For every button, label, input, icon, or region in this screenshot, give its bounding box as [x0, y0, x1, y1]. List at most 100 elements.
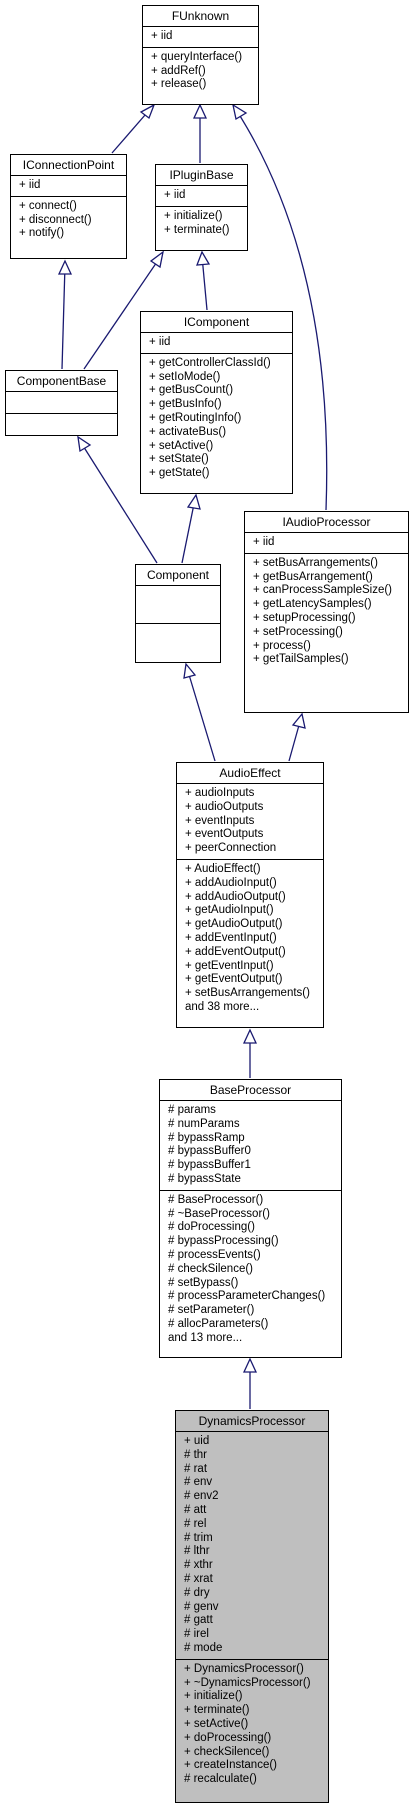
operation: # processParameterChanges(): [168, 1290, 326, 1303]
operation: # recalculate(): [184, 1773, 257, 1786]
edge-component-icomponent: [181, 498, 196, 564]
arrowhead-funknown: [192, 103, 208, 119]
operation: + addEventOutput(): [185, 945, 286, 958]
attribute: + audioOutputs: [185, 800, 264, 813]
edge-componentbase-iconnectionpoint: [61, 264, 66, 370]
attribute: # xrat: [184, 1572, 213, 1585]
attribute: + audioInputs: [185, 787, 255, 799]
operation: + notify(): [19, 227, 65, 240]
class-name: FUnknown: [143, 6, 258, 27]
class-baseprocessor[interactable]: BaseProcessor # params # numParams # byp…: [159, 1079, 342, 1358]
attribute: + eventOutputs: [185, 828, 264, 841]
attribute: # rat: [184, 1462, 208, 1475]
arrowhead-audioeffect: [242, 1028, 258, 1044]
attributes-section: + iid: [11, 176, 126, 197]
operation: + setProcessing(): [253, 625, 343, 638]
operation: + setBusArrangements(): [253, 556, 378, 569]
attributes-section: + audioInputs + audioOutputs + eventInpu…: [177, 784, 323, 860]
arrowhead-baseprocessor: [242, 1357, 258, 1373]
operation: + AudioEffect(): [185, 862, 261, 875]
class-iconnectionpoint[interactable]: IConnectionPoint + iid + connect() + dis…: [10, 154, 127, 259]
operation: + getEventOutput(): [185, 973, 283, 986]
attribute: # mode: [184, 1641, 223, 1654]
operation: + DynamicsProcessor(): [184, 1662, 304, 1675]
operations-section: + getControllerClassId() + setIoMode() +…: [141, 354, 292, 484]
operation: + canProcessSampleSize(): [253, 584, 393, 597]
attribute: # xthr: [184, 1559, 213, 1572]
operations-section: + queryInterface() + addRef() + release(…: [143, 48, 258, 95]
operation: + getRoutingInfo(): [149, 411, 242, 424]
attribute: # env2: [184, 1490, 219, 1503]
operation: + disconnect(): [19, 213, 92, 226]
operations-section: + setBusArrangements() + getBusArrangeme…: [245, 554, 408, 670]
operations-section: [6, 414, 117, 436]
operation: + setActive(): [184, 1717, 249, 1730]
edge-componentbase-ipluginbase: [83, 255, 162, 370]
class-icomponent[interactable]: IComponent + iid + getControllerClassId(…: [140, 311, 293, 494]
class-component[interactable]: Component: [135, 564, 221, 663]
attribute: # trim: [184, 1531, 213, 1544]
attribute: # thr: [184, 1448, 208, 1461]
attribute: # bypassState: [168, 1172, 241, 1185]
attribute: + peerConnection: [185, 842, 277, 855]
arrowhead-ipluginbase: [149, 250, 164, 269]
class-audioeffect[interactable]: AudioEffect + audioInputs + audioOutputs…: [176, 762, 324, 1028]
operation: + doProcessing(): [184, 1731, 272, 1744]
operation: + getAudioInput(): [185, 904, 274, 917]
class-name: AudioEffect: [177, 763, 323, 784]
operation: + activateBus(): [149, 425, 227, 438]
operation: + setState(): [149, 453, 209, 466]
attributes-section: + iid: [245, 533, 408, 554]
arrowhead-componentbase: [77, 435, 92, 453]
operations-section: [136, 624, 220, 662]
attribute: # params: [168, 1104, 216, 1116]
class-ipluginbase[interactable]: IPluginBase + iid + initialize() + termi…: [155, 164, 248, 251]
class-funknown[interactable]: FUnknown + iid + queryInterface() + addR…: [142, 5, 259, 105]
attributes-section: + uid # thr # rat # env # env2 # att # r…: [176, 1432, 328, 1660]
operation: + initialize(): [164, 209, 223, 222]
attributes-section: + iid: [156, 186, 247, 207]
attributes-section: # params # numParams # bypassRamp # bypa…: [160, 1101, 341, 1191]
operation: # processEvents(): [168, 1248, 261, 1261]
operation: + createInstance(): [184, 1759, 278, 1772]
operation: # doProcessing(): [168, 1221, 255, 1234]
class-componentbase[interactable]: ComponentBase: [5, 370, 118, 436]
operation: + getAudioOutput(): [185, 918, 283, 931]
attribute: # dry: [184, 1586, 210, 1599]
operation: + release(): [151, 78, 207, 91]
operation: + getControllerClassId(): [149, 356, 271, 369]
attributes-section: + iid: [141, 333, 292, 354]
attribute: # env: [184, 1476, 213, 1489]
attribute: + iid: [164, 189, 186, 201]
edge-audioeffect-component: [186, 667, 216, 762]
attribute: # irel: [184, 1628, 209, 1641]
arrowhead-icomponent: [186, 493, 201, 510]
class-iaudioprocessor[interactable]: IAudioProcessor + iid + setBusArrangemen…: [244, 511, 409, 713]
operation: # setBypass(): [168, 1276, 239, 1289]
operation: + process(): [253, 639, 311, 652]
operation: # bypassProcessing(): [168, 1235, 279, 1248]
class-name: BaseProcessor: [160, 1080, 341, 1101]
operation: + terminate(): [184, 1704, 250, 1717]
attribute: + iid: [151, 30, 173, 42]
class-dynamicsprocessor[interactable]: DynamicsProcessor + uid # thr # rat # en…: [175, 1410, 329, 1803]
operation: + ~DynamicsProcessor(): [184, 1676, 311, 1689]
attribute: # lthr: [184, 1545, 210, 1558]
arrowhead-funknown: [232, 103, 248, 121]
operation: + setupProcessing(): [253, 611, 356, 624]
arrowhead-funknown: [139, 103, 156, 120]
attribute: + iid: [19, 179, 41, 191]
operation: + setIoMode(): [149, 370, 221, 383]
attribute: + uid: [184, 1435, 210, 1447]
attributes-section: [6, 392, 117, 414]
class-name: IPluginBase: [156, 165, 247, 186]
operation: + connect(): [19, 199, 77, 212]
operation: + getBusArrangement(): [253, 570, 373, 583]
operation: + addAudioOutput(): [185, 890, 286, 903]
operation: + setBusArrangements(): [185, 987, 310, 1000]
operation: # BaseProcessor(): [168, 1193, 264, 1206]
more-operations: and 13 more...: [168, 1331, 243, 1344]
operations-section: + connect() + disconnect() + notify(): [11, 197, 126, 244]
operation: # ~BaseProcessor(): [168, 1207, 270, 1220]
